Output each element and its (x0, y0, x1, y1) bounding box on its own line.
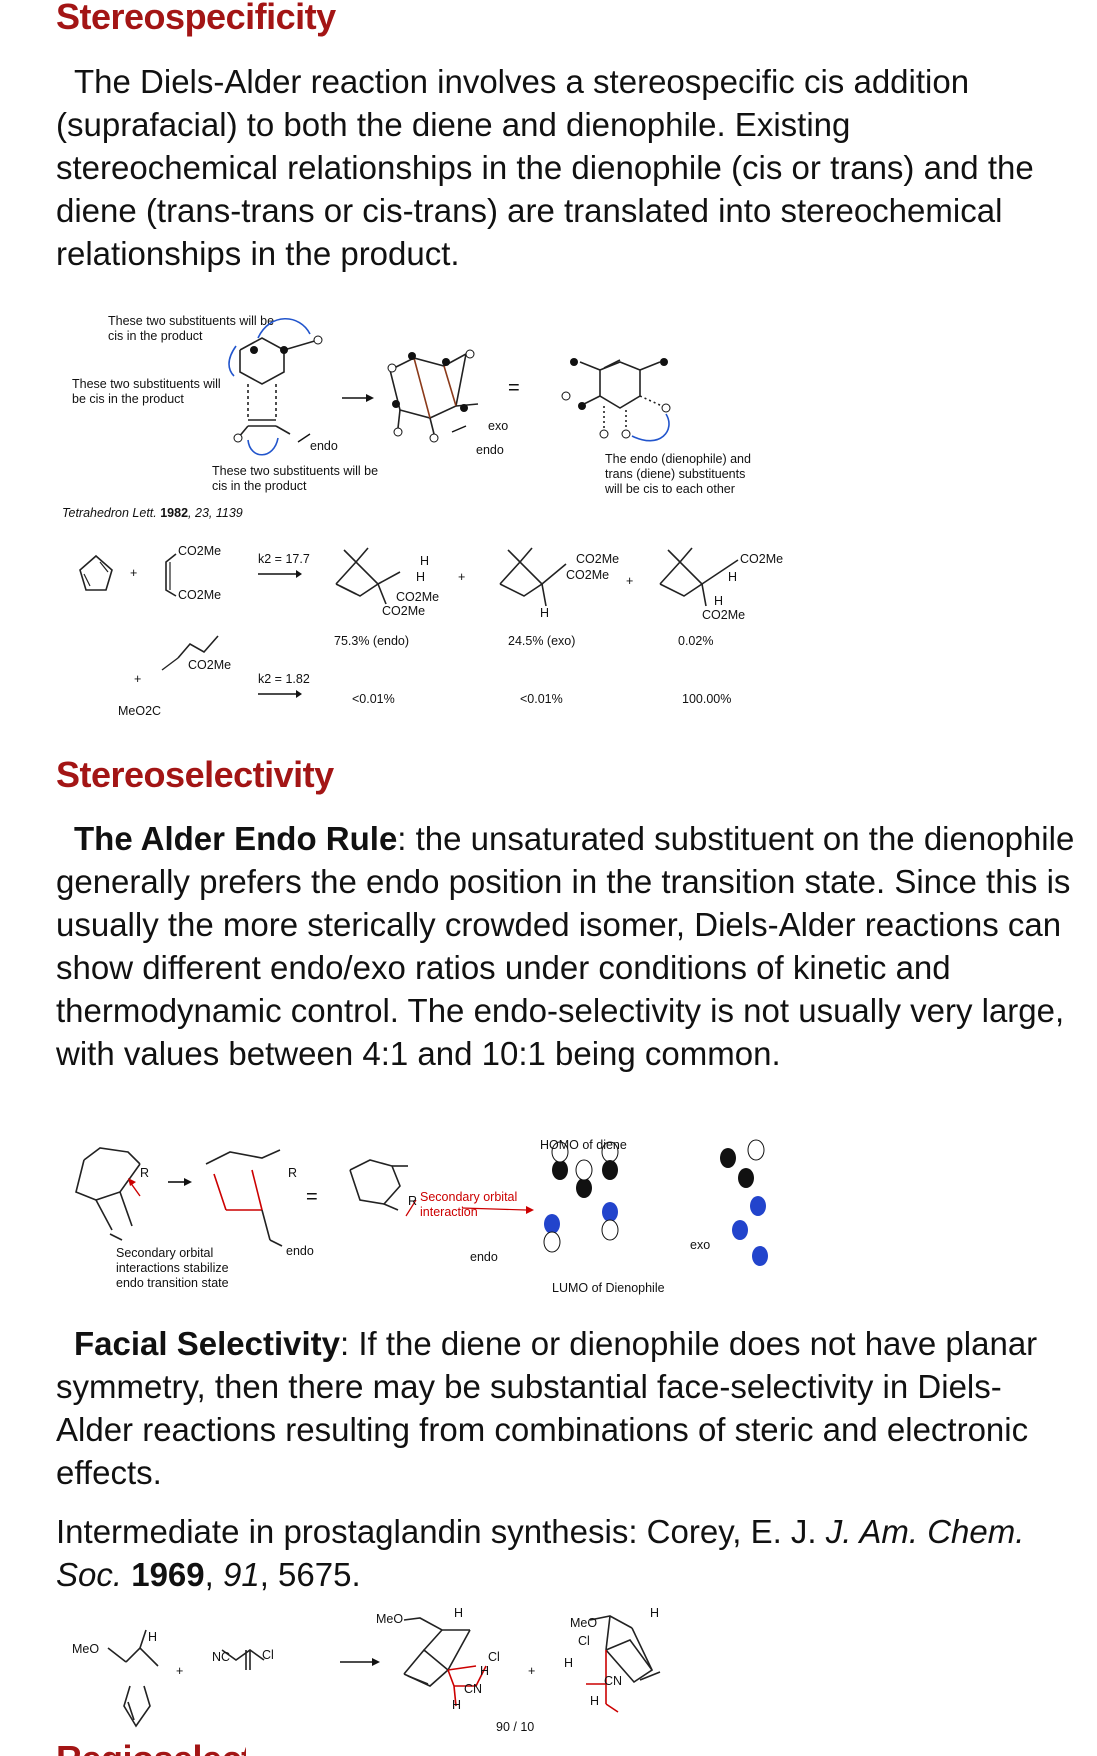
meo2c: MeO2C (118, 704, 162, 718)
yield-exo: 24.5% (exo) (508, 634, 576, 648)
plus-f4-2: + (528, 1664, 536, 1678)
section-heading-stereospecificity: Stereospecificity (56, 0, 336, 37)
co2me-trans: CO2Me (188, 658, 232, 672)
figure2-drawing (79, 547, 739, 698)
label-endo-1: endo (310, 439, 338, 453)
section-heading-stereoselectivity: Stereoselectivity (56, 754, 334, 795)
figure1-drawing (228, 317, 671, 456)
citation: Tetrahedron Lett. 1982, 23, 1139 (62, 506, 243, 520)
co2me-p3b: CO2Me (702, 608, 746, 622)
section-heading-regioselectivity: Regioselectivity (56, 1738, 246, 1756)
equals-sign: = (508, 377, 520, 399)
label-endo-trans: The endo (dienophile) and trans (diene) … (605, 452, 751, 496)
meo-3: MeO (570, 1616, 598, 1630)
co2me-p2a: CO2Me (576, 552, 620, 566)
h-1: H (420, 554, 430, 568)
co2me-p2b: CO2Me (566, 568, 610, 582)
yield-r2-2: <0.01% (520, 692, 563, 706)
k2-a: k2 = 17.7 (258, 552, 310, 566)
equals-sign-2: = (306, 1186, 318, 1208)
next-section-heading-clip: Regioselectivity (56, 1736, 246, 1756)
nc-label: NC (212, 1650, 231, 1664)
plus-f4-1: + (176, 1664, 184, 1678)
h-3: H (540, 606, 550, 620)
h-f4-7: H (590, 1694, 600, 1708)
label-cis-bottom: These two substituents will be cis in th… (212, 464, 379, 493)
label-endo-2: endo (476, 443, 504, 457)
yield-3: 0.02% (678, 634, 714, 648)
meo-1: MeO (72, 1642, 100, 1656)
h-5: H (714, 594, 724, 608)
ratio-label: 90 / 10 (496, 1720, 535, 1734)
cl-3: Cl (578, 1634, 590, 1648)
cl-2: Cl (488, 1650, 500, 1664)
co2me-bottom: CO2Me (178, 588, 222, 602)
h-f4-1: H (148, 1630, 158, 1644)
r-label-3: R (408, 1194, 418, 1208)
h-f4-2: H (454, 1606, 464, 1620)
figure3-drawing (75, 1139, 768, 1266)
yield-r2-3: 100.00% (682, 692, 732, 706)
lumo-label: LUMO of Dienophile (552, 1281, 665, 1295)
plus-3: + (626, 574, 634, 588)
figure4-drawing (107, 1615, 661, 1728)
label-cis-left: These two substituents will be cis in th… (72, 377, 221, 406)
cl-1: Cl (262, 1648, 274, 1662)
co2me-p1b: CO2Me (382, 604, 426, 618)
secondary-orbital-label: Secondary orbital interaction (420, 1190, 518, 1219)
yield-endo: 75.3% (endo) (334, 634, 410, 648)
homo-label: HOMO of diene (540, 1138, 627, 1152)
plus-2: + (458, 570, 466, 584)
cn-1: CN (464, 1682, 483, 1696)
plus-1: + (130, 566, 138, 580)
yield-r2-1: <0.01% (352, 692, 395, 706)
stereospecificity-paragraph: The Diels-Alder reaction involves a ster… (56, 63, 1034, 272)
corey-citation-paragraph: Intermediate in prostaglandin synthesis:… (56, 1513, 1025, 1593)
plus-4: + (134, 672, 142, 686)
meo-2: MeO (376, 1612, 404, 1626)
h-f4-4: H (452, 1698, 462, 1712)
h-2: H (416, 570, 426, 584)
k2-b: k2 = 1.82 (258, 672, 310, 686)
alder-endo-paragraph: The Alder Endo Rule: the unsaturated sub… (56, 820, 1075, 1072)
facial-selectivity-paragraph: Facial Selectivity: If the diene or dien… (56, 1325, 1038, 1491)
h-4: H (728, 570, 738, 584)
secondary-orbital-stabilize-label: Secondary orbital interactions stabilize… (116, 1246, 229, 1290)
r-label-1: R (140, 1166, 150, 1180)
endo-label-4: endo (470, 1250, 498, 1264)
h-f4-6: H (564, 1656, 574, 1670)
r-label-2: R (288, 1166, 298, 1180)
label-cis-top: These two substituents will be cis in th… (108, 314, 275, 343)
h-f4-5: H (650, 1606, 660, 1620)
exo-label-2: exo (690, 1238, 711, 1252)
co2me-top: CO2Me (178, 544, 222, 558)
h-f4-3: H (480, 1664, 490, 1678)
co2me-p1a: CO2Me (396, 590, 440, 604)
label-exo: exo (488, 419, 509, 433)
cn-2: CN (604, 1674, 623, 1688)
endo-label-3: endo (286, 1244, 314, 1258)
co2me-p3a: CO2Me (740, 552, 784, 566)
